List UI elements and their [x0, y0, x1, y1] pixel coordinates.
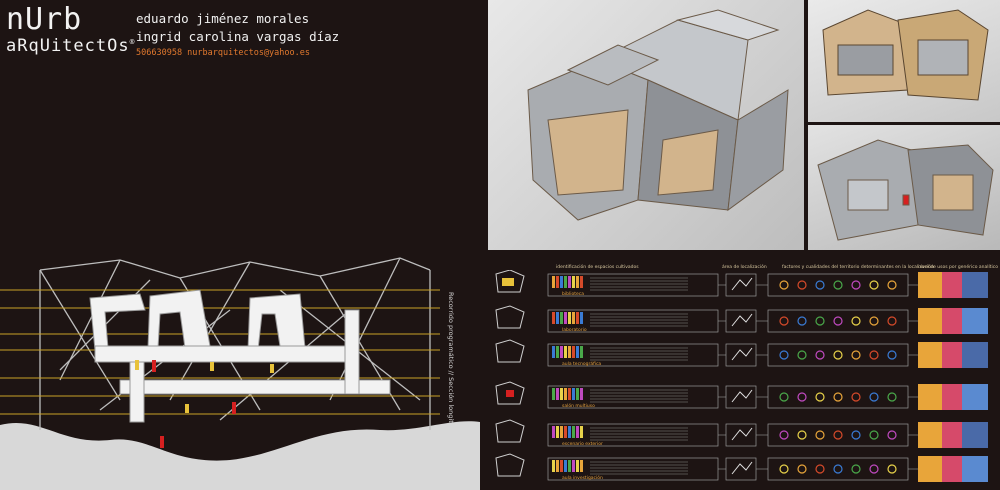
program-table-graphics [495, 270, 988, 482]
table-row [495, 339, 988, 368]
author-name-2: ingrid carolina vargas díaz [136, 29, 340, 44]
row-name: laboratorio [562, 328, 587, 333]
row-name: escenario exterior [562, 442, 603, 447]
header-factors: factores y cualidades del territorio det… [782, 265, 934, 270]
logo-subtext: aRqUitectOs® [6, 36, 136, 56]
header-spaces: identificación de espacios cultivados [556, 265, 639, 270]
contact-info: 506630958 nurbarquitectos@yahoo.es [136, 48, 310, 58]
table-row [495, 270, 988, 298]
table-row [495, 453, 988, 482]
table-row [495, 419, 988, 448]
table-row [495, 305, 988, 334]
header-location: área de localización [722, 265, 767, 270]
longitudinal-section-drawing [0, 250, 480, 490]
model-photo-top-right [808, 0, 1000, 122]
header-levels: nivel de usos por genérico analítico [918, 265, 998, 270]
section-title-vertical: Recorrido programático // Sección longit… [447, 292, 455, 464]
row-name: aula tecnográfica [562, 362, 602, 367]
row-name: salón multiuso [562, 404, 595, 409]
row-name: aula investigación [562, 476, 603, 481]
author-name-1: eduardo jiménez morales [136, 11, 310, 26]
model-photo-bottom-right [808, 125, 1000, 250]
model-photo-main [488, 0, 804, 250]
logo-text: nUrb [6, 2, 83, 37]
table-row [495, 381, 988, 410]
row-name: biblioteca [562, 292, 584, 297]
